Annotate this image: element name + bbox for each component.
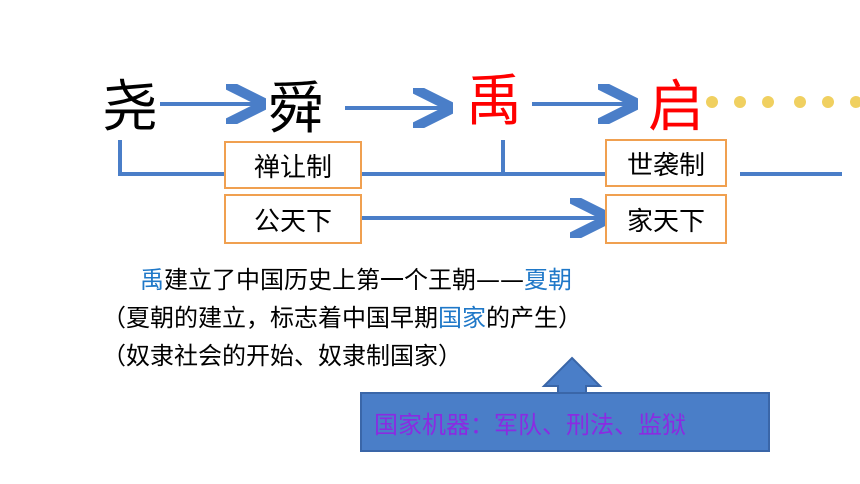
ruler-shun: 舜 [268, 77, 324, 142]
text-line-1: 禹建立了中国历史上第一个王朝——夏朝 [140, 260, 572, 295]
text-line-2: （夏朝的建立，标志着中国早期国家的产生） [102, 298, 582, 333]
text-xia: 夏朝 [524, 266, 572, 294]
ruler-yu: 禹 [466, 69, 522, 134]
text-yu: 禹 [140, 266, 164, 294]
box-hereditary: 世袭制 [605, 139, 727, 187]
text-line2-prefix: （夏朝的建立，标志着中国早期 [102, 304, 438, 332]
callout-state-apparatus: 国家机器：军队、刑法、监狱 [360, 392, 770, 452]
callout-pointer [541, 356, 603, 395]
box-public-realm: 公天下 [224, 194, 362, 244]
text-line-3: （奴隶社会的开始、奴隶制国家） [102, 342, 462, 370]
text-state: 国家 [438, 304, 486, 332]
ruler-qi: 启 [648, 75, 704, 140]
bracket-abdication [118, 140, 225, 176]
continuation-dots [706, 96, 860, 108]
text-line2-suffix: 的产生） [486, 304, 582, 332]
ruler-yao: 尧 [102, 75, 158, 140]
box-abdication: 禅让制 [224, 141, 362, 189]
text-line1-middle: 建立了中国历史上第一个王朝—— [164, 266, 524, 294]
box-family-realm: 家天下 [605, 194, 727, 244]
